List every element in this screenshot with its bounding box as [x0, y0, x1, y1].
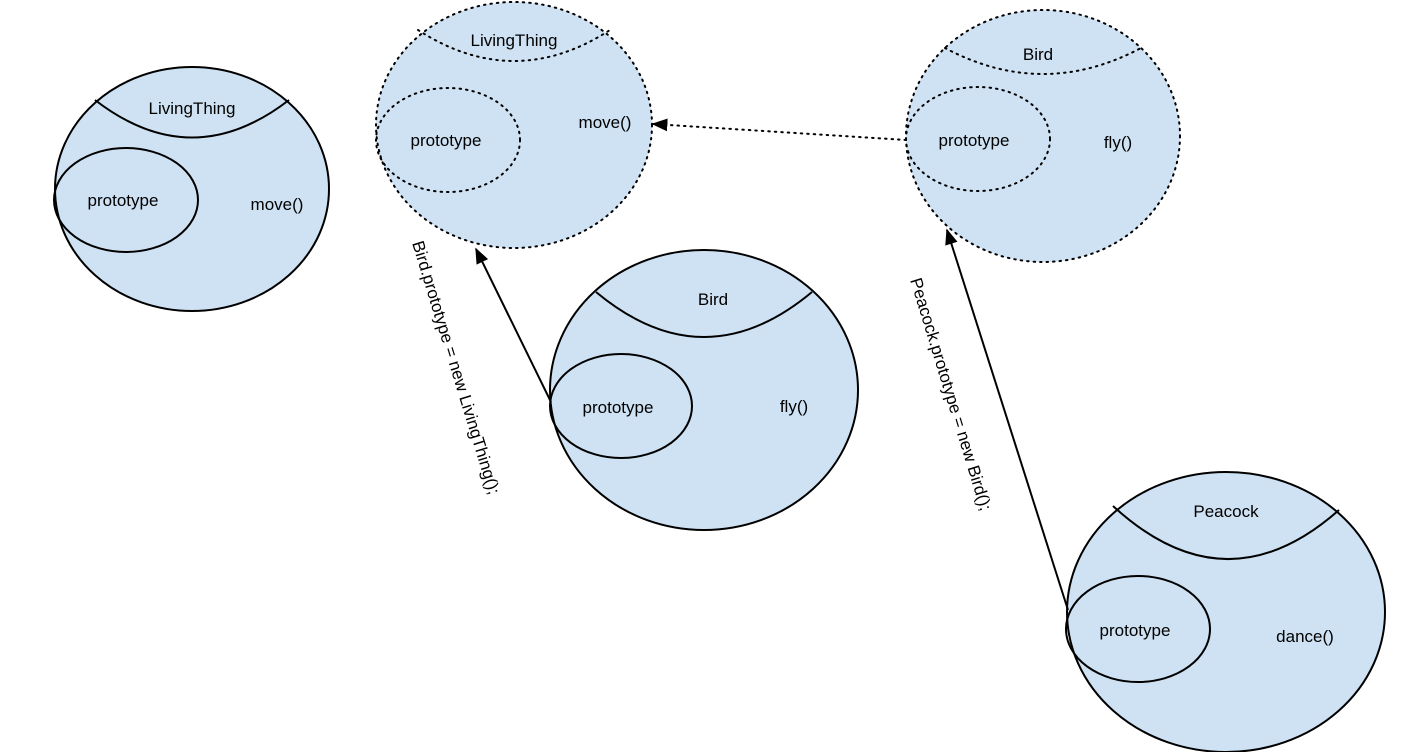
livingthing-instance-object: LivingThing prototype move(): [375, 1, 653, 249]
livingthing-constructor-object: LivingThing prototype move(): [53, 66, 330, 312]
bird-instance-to-livingthing-instance-arrow: [651, 118, 907, 141]
bird-instance-method: fly(): [1104, 133, 1132, 152]
livingthing-constructor-prototype-label: prototype: [88, 191, 159, 210]
bird-instance-body: [905, 9, 1181, 263]
livingthing-instance-name-cap: [417, 29, 611, 62]
livingthing-constructor-method: move(): [251, 195, 304, 214]
livingthing-constructor-name-cap: [94, 99, 290, 139]
bird-instance-name-cap: [944, 47, 1142, 75]
livingthing-instance-prototype-label: prototype: [411, 131, 482, 150]
livingthing-instance-name: LivingThing: [471, 31, 558, 50]
bird-constructor-prototype-label: prototype: [583, 398, 654, 417]
peacock-constructor-name-cap: [1112, 505, 1340, 560]
bird-constructor-body: [549, 249, 859, 531]
livingthing-constructor-prototype-ellipse: [53, 147, 199, 253]
bird-constructor-name-cap: [595, 291, 813, 338]
livingthing-instance-method: move(): [579, 113, 632, 132]
bird-instance-prototype-label: prototype: [939, 131, 1010, 150]
peacock-constructor-prototype-ellipse: [1065, 575, 1211, 683]
bird-constructor-prototype-ellipse: [549, 353, 693, 459]
peacock-to-bird-arrow: [945, 228, 1069, 611]
bird-instance-name: Bird: [1023, 45, 1053, 64]
bird-constructor-name: Bird: [698, 290, 728, 309]
bird-instance-object: Bird prototype fly(): [905, 9, 1181, 263]
bird-to-livingthing-arrow: [475, 247, 552, 403]
livingthing-instance-prototype-ellipse: [375, 87, 521, 193]
peacock-constructor-method: dance(): [1276, 627, 1334, 646]
peacock-constructor-name: Peacock: [1193, 502, 1259, 521]
bird-constructor-object: Bird prototype fly(): [549, 249, 859, 531]
peacock-constructor-object: Peacock prototype dance(): [1065, 471, 1386, 752]
peacock-constructor-prototype-label: prototype: [1100, 621, 1171, 640]
livingthing-constructor-name: LivingThing: [149, 99, 236, 118]
peacock-to-bird-label: Peacock.prototype = new Bird();: [906, 276, 995, 513]
bird-constructor-method: fly(): [780, 397, 808, 416]
